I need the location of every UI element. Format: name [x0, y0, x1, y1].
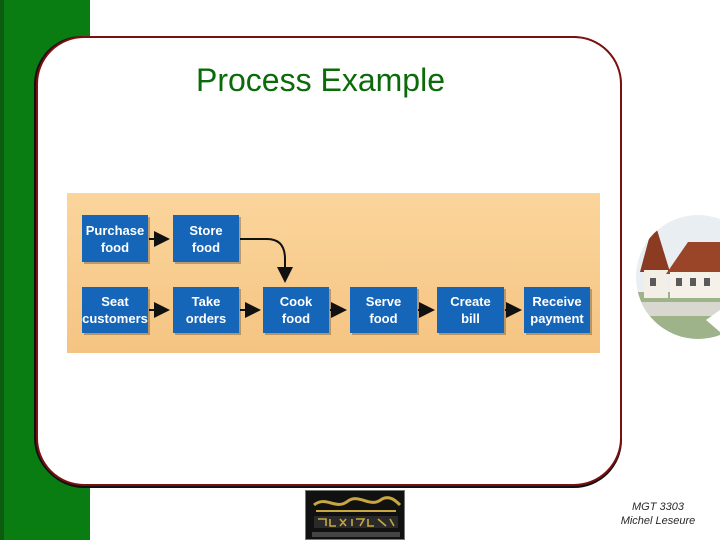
building-illustration — [636, 215, 720, 339]
box-label: Receive payment — [530, 294, 584, 326]
logo-graphic — [306, 491, 404, 539]
box-label: Serve food — [365, 294, 402, 326]
box-purchase-food: Purchase food — [82, 215, 148, 262]
footer: MGT 3303 Michel Leseure — [596, 500, 720, 528]
footer-author: Michel Leseure — [620, 515, 696, 527]
box-label: Purchase food — [85, 222, 145, 255]
arrow-store-to-cook — [240, 238, 293, 283]
box-label: Cook food — [279, 294, 313, 326]
box-store-food: Store food — [173, 215, 239, 262]
footer-course: MGT 3303 — [632, 501, 684, 513]
building-photo — [636, 212, 720, 342]
box-serve-food: Serve food — [350, 287, 417, 333]
box-create-bill: Create bill — [437, 287, 504, 333]
box-label: Seat customers — [82, 294, 148, 326]
process-diagram: Purchase food Store food Seat customers … — [67, 193, 600, 353]
box-label: Create bill — [450, 294, 491, 326]
slide-title: Process Example — [196, 62, 445, 98]
box-label: Store food — [189, 222, 223, 255]
box-take-orders: Take orders — [173, 287, 239, 333]
box-receive-payment: Receive payment — [524, 287, 590, 333]
box-cook-food: Cook food — [263, 287, 329, 333]
university-logo — [305, 490, 405, 540]
box-label: Take orders — [185, 294, 227, 326]
box-seat-customers: Seat customers — [82, 287, 148, 333]
